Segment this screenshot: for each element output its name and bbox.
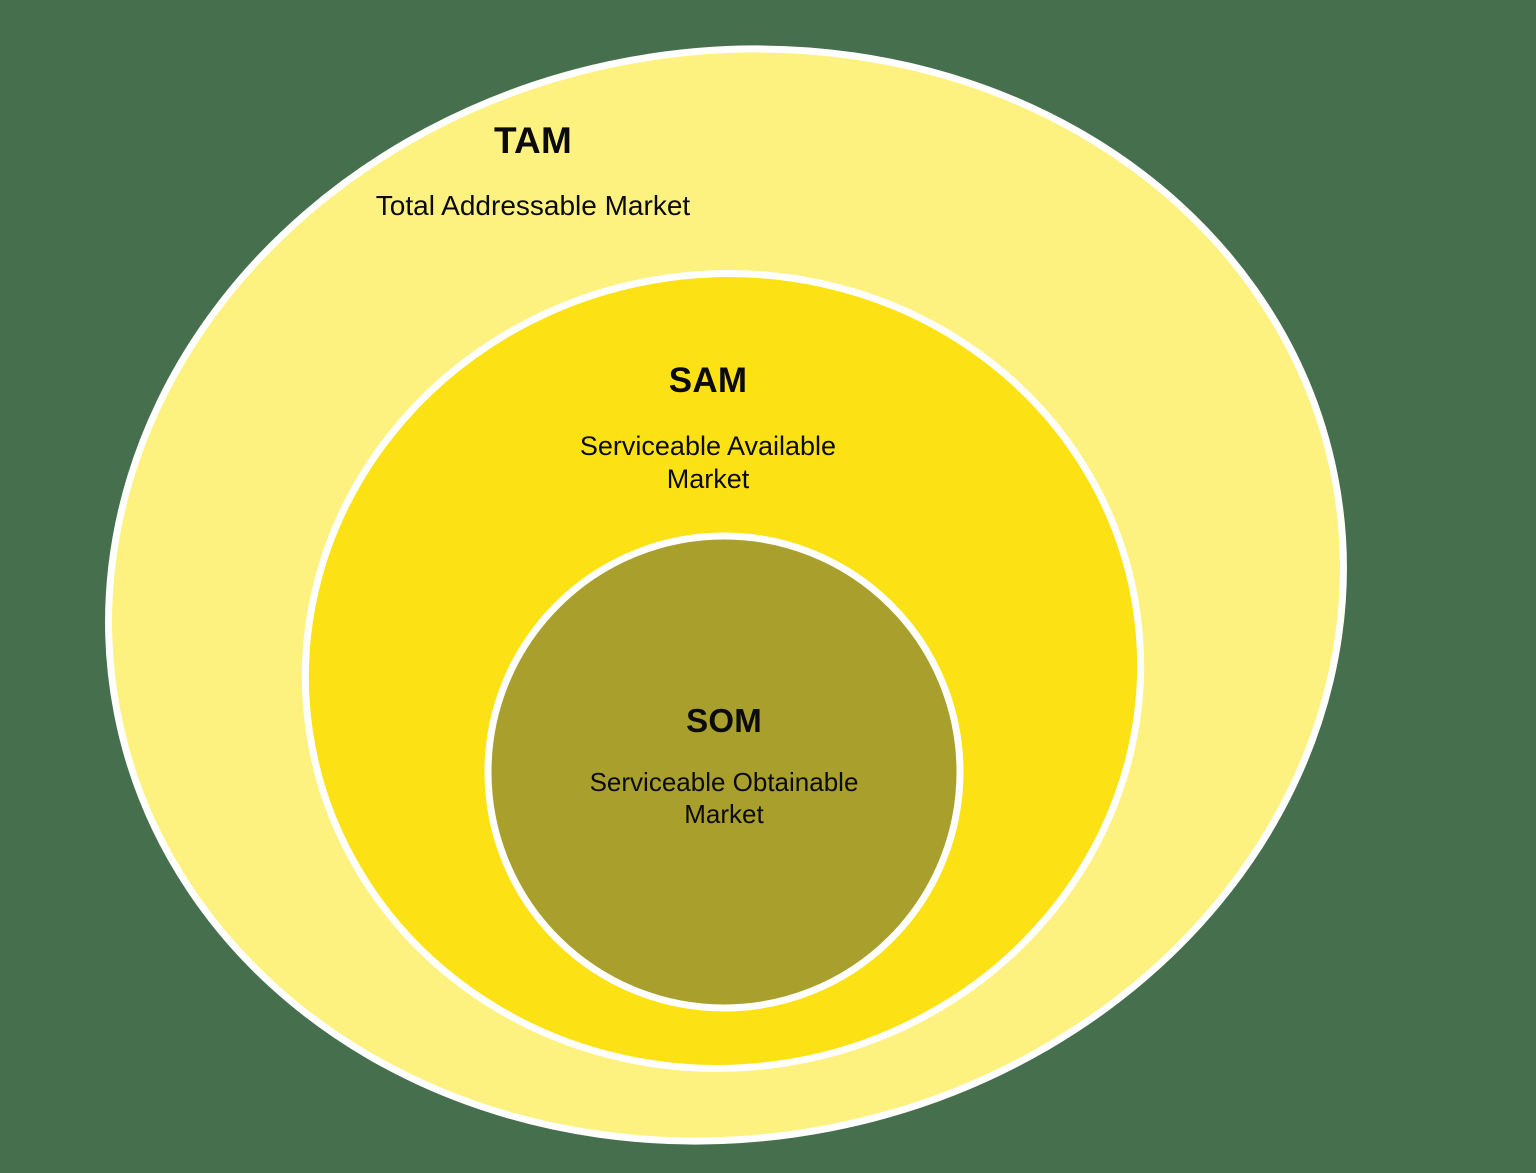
som-full-name: Serviceable Obtainable Market (474, 767, 974, 830)
tam-full-name: Total Addressable Market (375, 190, 691, 222)
sam-abbreviation: SAM (668, 361, 748, 400)
som-full-name-line-2: Market (684, 798, 764, 829)
sam-full-name-line-1: Serviceable Available (579, 430, 837, 461)
som-full-name-line-1: Serviceable Obtainable (589, 767, 859, 798)
som-abbreviation: SOM (686, 702, 762, 739)
som-circle[interactable] (484, 532, 964, 1012)
sam-full-name-line-2: Market (666, 463, 750, 494)
tam-label-group: TAM Total Addressable Market (243, 118, 823, 223)
sam-full-name: Serviceable Available Market (433, 430, 983, 496)
som-label-group: SOM Serviceable Obtainable Market (474, 701, 974, 831)
sam-label-group: SAM Serviceable Available Market (433, 360, 983, 496)
tam-abbreviation: TAM (494, 120, 572, 161)
